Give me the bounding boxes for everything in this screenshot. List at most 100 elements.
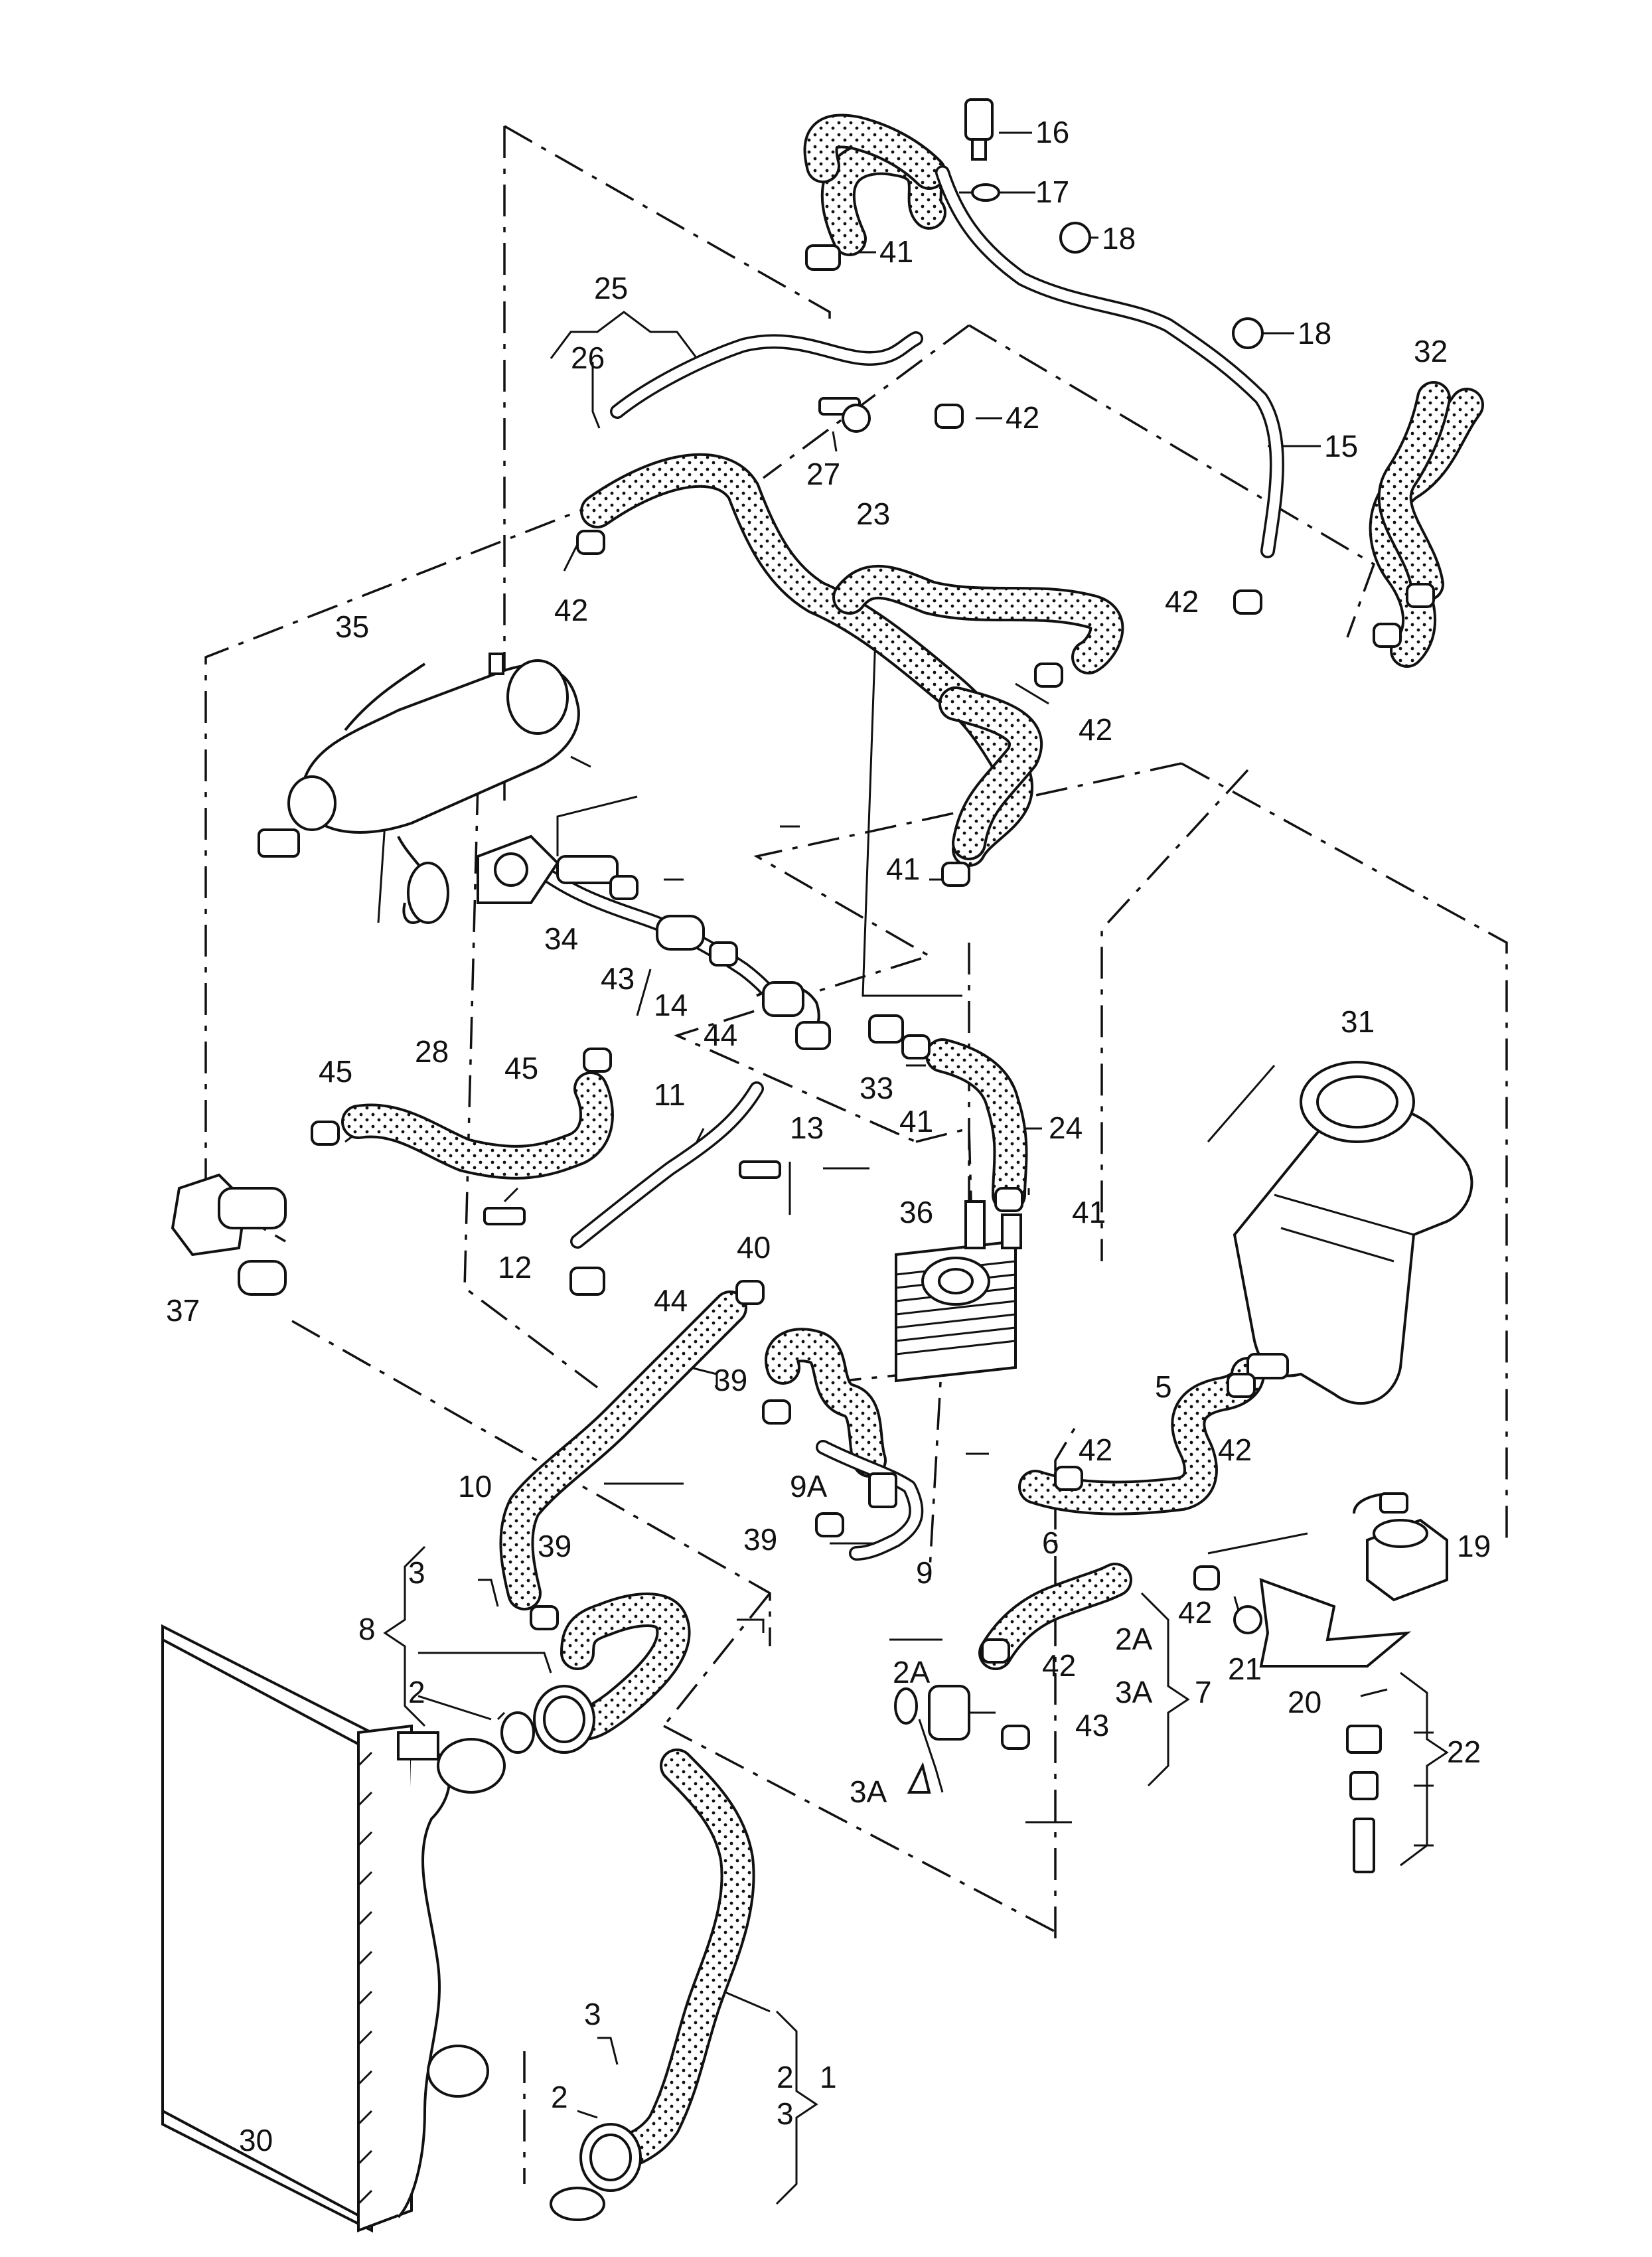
callout-44: 44 xyxy=(654,1283,688,1318)
callout-3: 3 xyxy=(408,1555,425,1590)
callout-26: 26 xyxy=(571,341,605,375)
callout-39: 39 xyxy=(538,1529,571,1563)
fitting-1 xyxy=(579,2123,642,2192)
callout-22: 22 xyxy=(1447,1735,1481,1769)
callout-24: 24 xyxy=(1049,1111,1083,1145)
callout-45: 45 xyxy=(319,1054,352,1089)
callout-39: 39 xyxy=(743,1522,777,1557)
thermostat-housing-37 xyxy=(171,1173,287,1296)
callout-3A: 3A xyxy=(850,1774,887,1809)
brackets xyxy=(383,311,1449,2205)
callout-2: 2 xyxy=(551,2080,568,2114)
connector-pipe-junction xyxy=(762,981,831,1050)
callout-35: 35 xyxy=(335,609,369,644)
callout-5: 5 xyxy=(1155,1369,1172,1404)
callout-3: 3 xyxy=(777,2096,794,2131)
callout-14: 14 xyxy=(654,988,688,1022)
callout-43: 43 xyxy=(601,961,635,996)
callout-42: 42 xyxy=(1006,400,1039,435)
callout-19: 19 xyxy=(1457,1529,1491,1563)
bolt-27 xyxy=(818,397,871,433)
callout-12: 12 xyxy=(498,1250,532,1284)
callout-41: 41 xyxy=(879,234,913,269)
callout-42: 42 xyxy=(1218,1433,1252,1467)
oil-cooler xyxy=(895,1200,1022,1383)
callout-20: 20 xyxy=(1288,1685,1321,1719)
callout-45: 45 xyxy=(504,1051,538,1085)
callout-23: 23 xyxy=(856,497,890,531)
nut-18a xyxy=(1059,222,1091,254)
callout-40: 40 xyxy=(737,1230,771,1265)
connector-9A xyxy=(868,1472,897,1508)
nut-18b xyxy=(1232,317,1264,349)
callout-43: 43 xyxy=(1075,1708,1109,1743)
callout-2A: 2A xyxy=(893,1655,931,1689)
egr-cooler xyxy=(258,653,580,924)
callout-34: 34 xyxy=(544,921,578,956)
callout-9A: 9A xyxy=(790,1469,828,1504)
callout-15: 15 xyxy=(1324,429,1358,463)
callout-28: 28 xyxy=(415,1034,449,1069)
callout-2: 2 xyxy=(408,1675,425,1709)
callout-13: 13 xyxy=(790,1111,824,1145)
callout-18: 18 xyxy=(1102,221,1136,256)
callout-labels: 16 17 18 41 25 18 26 32 42 15 27 23 42 4… xyxy=(166,115,1491,2157)
callout-2: 2 xyxy=(777,2060,794,2094)
connector-7 xyxy=(894,1685,970,1741)
callout-3A: 3A xyxy=(1115,1675,1153,1709)
flange-34 xyxy=(477,834,619,904)
clip-3A xyxy=(907,1762,931,1794)
callout-11: 11 xyxy=(654,1077,686,1112)
pipe-25 xyxy=(610,331,923,419)
callout-36: 36 xyxy=(899,1195,933,1229)
callout-42: 42 xyxy=(1079,712,1112,747)
temperature-sensor-16 xyxy=(964,98,994,161)
callout-3: 3 xyxy=(584,1997,601,2031)
callout-1: 1 xyxy=(820,2060,837,2094)
callout-8: 8 xyxy=(358,1612,376,1646)
pump-bracket xyxy=(1259,1578,1412,1668)
callout-41: 41 xyxy=(886,852,920,886)
callout-6: 6 xyxy=(1042,1525,1059,1560)
nut-21 xyxy=(1233,1605,1262,1634)
radiator-inlet-upper xyxy=(437,1738,506,1794)
callout-41: 41 xyxy=(1072,1195,1106,1229)
radiator xyxy=(161,1624,506,2233)
radiator-outlet-lower xyxy=(427,2045,489,2098)
callout-30: 30 xyxy=(239,2123,273,2157)
callout-9: 9 xyxy=(916,1555,933,1590)
fastener-set-22 xyxy=(1346,1725,1382,1873)
callout-42: 42 xyxy=(1042,1648,1076,1683)
electric-coolant-pump xyxy=(1353,1492,1448,1602)
callout-27: 27 xyxy=(806,457,840,491)
callout-21: 21 xyxy=(1228,1652,1262,1686)
callout-7: 7 xyxy=(1195,1675,1212,1709)
oring-2 xyxy=(500,1711,605,2221)
expansion-tank xyxy=(1233,1061,1473,1405)
fitting-8 xyxy=(533,1685,595,1754)
callout-31: 31 xyxy=(1341,1004,1375,1039)
hose-clamps xyxy=(311,244,1435,1750)
callout-41: 41 xyxy=(899,1104,933,1138)
callout-10: 10 xyxy=(458,1469,492,1504)
bolt-12 xyxy=(483,1207,526,1225)
callout-42: 42 xyxy=(1178,1595,1212,1630)
callout-37: 37 xyxy=(166,1293,200,1328)
callout-42: 42 xyxy=(1079,1433,1112,1467)
coolant-hoses xyxy=(341,114,1484,2175)
callout-42: 42 xyxy=(1165,584,1199,619)
leader-lines xyxy=(258,131,1434,2205)
callout-18: 18 xyxy=(1298,316,1331,350)
callout-44: 44 xyxy=(704,1018,737,1052)
hose-23 xyxy=(580,453,1033,867)
sleeve-14 xyxy=(656,915,705,951)
callout-2A: 2A xyxy=(1115,1622,1153,1656)
connector-33 xyxy=(868,1014,904,1044)
callout-32: 32 xyxy=(1414,334,1448,368)
callout-39: 39 xyxy=(713,1363,747,1397)
seal-17 xyxy=(971,183,1000,202)
callout-16: 16 xyxy=(1035,115,1069,149)
callout-33: 33 xyxy=(860,1071,893,1105)
bolt-13 xyxy=(739,1160,781,1179)
